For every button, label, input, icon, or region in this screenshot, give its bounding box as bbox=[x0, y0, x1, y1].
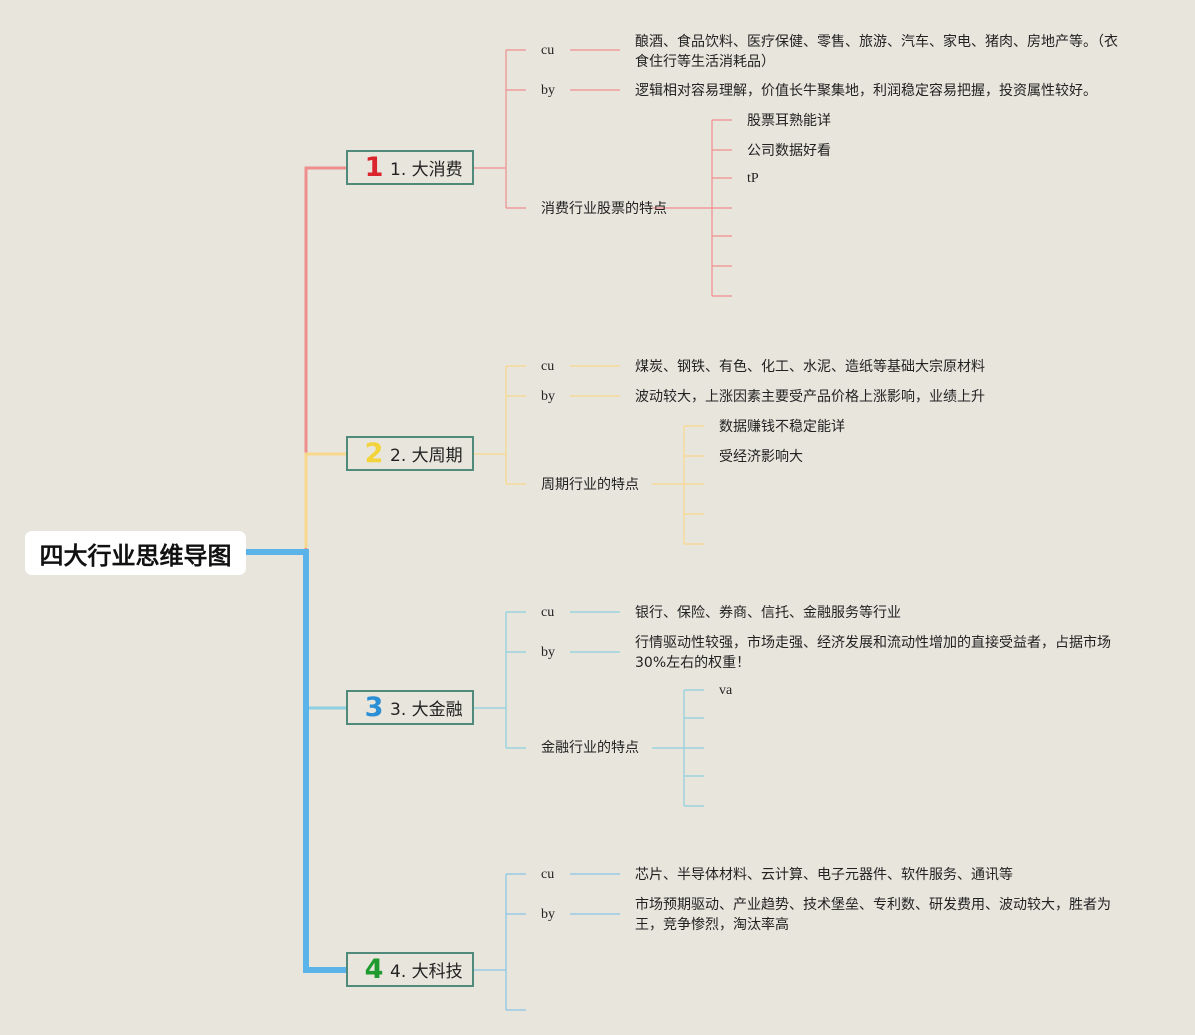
branch-label: 4. 大科技 bbox=[390, 962, 463, 982]
consume-feature-item[interactable]: tP bbox=[747, 171, 759, 186]
number-2-icon: 2 bbox=[364, 438, 384, 469]
finance-cu-text[interactable]: 银行、保险、券商、信托、金融服务等行业 bbox=[635, 605, 901, 621]
branch-finance[interactable]: 3 3. 大金融 bbox=[346, 690, 474, 725]
finance-cu-key[interactable]: cu bbox=[541, 605, 555, 620]
cycle-by-text[interactable]: 波动较大，上涨因素主要受产品价格上涨影响，业绩上升 bbox=[635, 389, 985, 405]
consume-cu-text[interactable]: 酿酒、食品饮料、医疗保健、零售、旅游、汽车、家电、猪肉、房地产等。（衣食住行等生… bbox=[635, 34, 1118, 70]
tech-connectors bbox=[474, 873, 620, 1011]
branch-cycle[interactable]: 2 2. 大周期 bbox=[346, 436, 474, 471]
finance-feature-label[interactable]: 金融行业的特点 bbox=[541, 740, 639, 756]
number-4-icon: 4 bbox=[364, 954, 384, 985]
consume-by-key[interactable]: by bbox=[541, 83, 555, 98]
branch-consume[interactable]: 1 1. 大消费 bbox=[346, 150, 474, 185]
tech-cu-key[interactable]: cu bbox=[541, 867, 555, 882]
consume-feature-label[interactable]: 消费行业股票的特点 bbox=[541, 201, 667, 217]
cycle-feature-item[interactable]: 受经济影响大 bbox=[719, 449, 803, 465]
number-3-icon: 3 bbox=[364, 692, 384, 723]
consume-cu-key[interactable]: cu bbox=[541, 43, 555, 58]
root-topic[interactable]: 四大行业思维导图 bbox=[25, 531, 246, 575]
finance-by-key[interactable]: by bbox=[541, 645, 555, 660]
tech-by-text[interactable]: 市场预期驱动、产业趋势、技术堡垒、专利数、研发费用、波动较大，胜者为王，竞争惨烈… bbox=[635, 897, 1111, 933]
number-1-icon: 1 bbox=[364, 152, 384, 183]
finance-feature-item[interactable]: va bbox=[719, 683, 733, 698]
consume-by-text[interactable]: 逻辑相对容易理解，价值长牛聚集地，利润稳定容易把握，投资属性较好。 bbox=[635, 83, 1097, 99]
branch-label: 2. 大周期 bbox=[390, 446, 463, 466]
cycle-feature-item[interactable]: 数据赚钱不稳定能详 bbox=[719, 419, 845, 435]
branch-label: 3. 大金融 bbox=[390, 700, 463, 720]
root-title: 四大行业思维导图 bbox=[39, 541, 232, 570]
trunk-to-consume bbox=[246, 166, 346, 554]
consume-feature-item[interactable]: 公司数据好看 bbox=[747, 143, 831, 159]
finance-connectors bbox=[474, 611, 704, 807]
consume-feature-item[interactable]: 股票耳熟能详 bbox=[747, 113, 831, 129]
trunk-to-cycle bbox=[304, 452, 346, 548]
finance-by-text[interactable]: 行情驱动性较强，市场走强、经济发展和流动性增加的直接受益者，占据市场30%左右的… bbox=[635, 635, 1111, 671]
cycle-cu-key[interactable]: cu bbox=[541, 359, 555, 374]
tech-cu-text[interactable]: 芯片、半导体材料、云计算、电子元器件、软件服务、通讯等 bbox=[635, 867, 1013, 883]
cycle-feature-label[interactable]: 周期行业的特点 bbox=[541, 477, 639, 493]
tech-by-key[interactable]: by bbox=[541, 907, 555, 922]
cycle-connectors bbox=[474, 365, 704, 545]
cycle-cu-text[interactable]: 煤炭、钢铁、有色、化工、水泥、造纸等基础大宗原材料 bbox=[635, 359, 985, 375]
trunk-to-tech bbox=[246, 549, 346, 973]
consume-connectors bbox=[474, 49, 732, 297]
cycle-by-key[interactable]: by bbox=[541, 389, 555, 404]
branch-tech[interactable]: 4 4. 大科技 bbox=[346, 952, 474, 987]
branch-label: 1. 大消费 bbox=[390, 160, 463, 180]
